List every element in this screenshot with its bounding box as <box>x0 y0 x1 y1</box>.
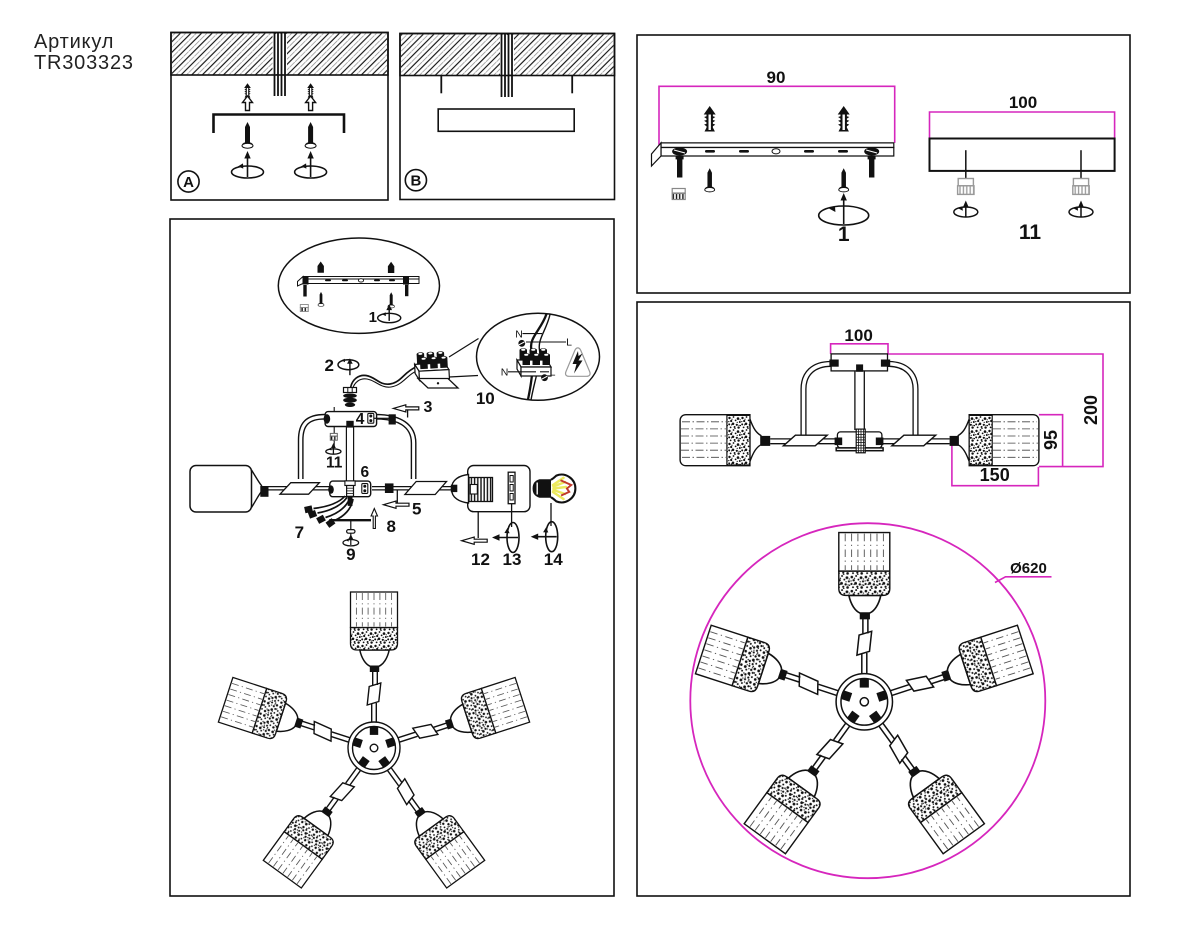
svg-text:9: 9 <box>346 545 355 564</box>
svg-text:100: 100 <box>844 326 872 345</box>
svg-text:1: 1 <box>838 223 850 246</box>
svg-text:2: 2 <box>325 356 334 375</box>
svg-text:N: N <box>501 367 509 379</box>
svg-text:B: B <box>410 173 421 190</box>
svg-text:6: 6 <box>360 464 369 481</box>
svg-text:4: 4 <box>356 411 365 428</box>
svg-text:90: 90 <box>767 68 786 87</box>
svg-text:95: 95 <box>1041 430 1061 450</box>
svg-text:150: 150 <box>980 465 1010 485</box>
svg-text:100: 100 <box>1009 93 1037 112</box>
svg-text:Артикул: Артикул <box>34 31 114 53</box>
svg-text:L: L <box>550 367 556 379</box>
svg-text:A: A <box>183 174 194 191</box>
svg-text:200: 200 <box>1081 395 1101 425</box>
svg-text:11: 11 <box>1019 221 1042 244</box>
svg-text:5: 5 <box>412 500 421 519</box>
svg-text:3: 3 <box>424 399 433 416</box>
svg-text:14: 14 <box>544 550 563 569</box>
svg-text:8: 8 <box>387 517 396 536</box>
svg-text:7: 7 <box>295 523 304 542</box>
svg-text:10: 10 <box>476 389 495 408</box>
svg-text:12: 12 <box>471 550 490 569</box>
svg-text:11: 11 <box>326 455 343 472</box>
svg-text:L: L <box>566 337 572 349</box>
svg-text:1: 1 <box>369 309 377 326</box>
svg-text:Ø620: Ø620 <box>1010 560 1047 577</box>
svg-text:TR303323: TR303323 <box>34 52 134 74</box>
svg-text:N: N <box>515 329 523 341</box>
svg-text:13: 13 <box>503 550 522 569</box>
